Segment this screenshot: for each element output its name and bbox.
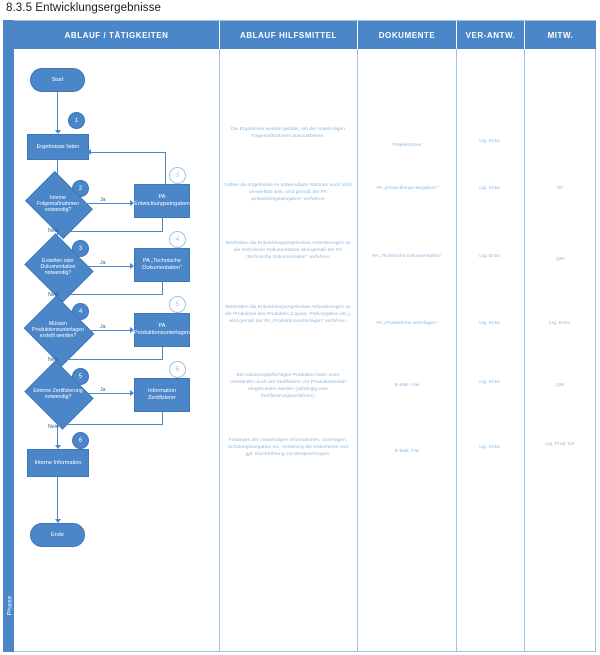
arrowhead-left-4 xyxy=(57,356,61,362)
connector-p3-down xyxy=(162,282,164,295)
dokumente-cell-1: Projektordner xyxy=(392,143,422,148)
mitw-cell-6: Ltg. Prod. GF xyxy=(545,442,575,447)
edge-label-nein-5: Nein xyxy=(48,424,59,430)
decision-label-2: Interne Folgemaßnahmen notwendig? xyxy=(36,194,80,214)
flow-node-pa-entwicklungseingaben[interactable]: PA „Entwicklungseingaben" xyxy=(132,184,192,218)
diagram-frame xyxy=(3,20,596,652)
connector-p2-down xyxy=(162,218,164,232)
edge-label-ja-5: Ja xyxy=(100,387,106,393)
arrowhead-left-3 xyxy=(57,291,61,297)
decision-label-4: Müssen Produktionsunterlagen erstellt we… xyxy=(32,320,84,340)
connector-d2-yes xyxy=(84,203,132,205)
verantw-cell-2: Ltg. Entw. xyxy=(479,186,501,191)
hilfsmittel-cell-3: Beinhalten die Entwicklungsergebnisse An… xyxy=(225,241,351,261)
connector-n6-to-end xyxy=(57,477,59,521)
connector-p5-return xyxy=(60,424,163,426)
verantw-cell-3: Ltg. Entw. xyxy=(479,254,501,259)
arrowhead-left-1 xyxy=(87,149,91,155)
flow-node-pa-technische-dokumentation[interactable]: PA „Technische Dokumentation" xyxy=(134,248,190,282)
mitw-cell-2: GF xyxy=(556,186,564,191)
connector-d5-yes xyxy=(84,393,132,395)
step-badge-6: 6 xyxy=(72,432,89,449)
verantw-cell-1: Ltg. Entw. xyxy=(479,139,501,144)
mitw-cell-5: QM xyxy=(556,383,564,388)
arrowhead-left-2 xyxy=(57,228,61,234)
phase-strip: Phase xyxy=(3,20,14,652)
flow-node-decision-externe-zertifizierung[interactable]: Externe Zertifizierung notwendig? xyxy=(24,360,94,430)
flow-node-ende[interactable]: Ende xyxy=(30,523,85,547)
column-separator-4 xyxy=(524,49,525,652)
column-separator-2 xyxy=(357,49,358,652)
step-badge-5-right: 5 xyxy=(169,296,186,313)
connector-p4-return xyxy=(60,359,163,361)
phase-label: Phase xyxy=(6,595,14,616)
flow-node-information-zertifizierer[interactable]: Information Zertifizierer xyxy=(134,378,190,412)
flow-node-decision-erstellen-dokumentation[interactable]: Erstellen oder Dokumentation notwendig? xyxy=(24,233,94,303)
connector-p3-return xyxy=(60,294,163,296)
dokumente-cell-3: PA „Technische Dokumentation" xyxy=(372,254,442,259)
arrowhead-down-1 xyxy=(54,130,61,134)
edge-label-ja-2: Ja xyxy=(100,197,106,203)
connector-d3-yes xyxy=(84,266,132,268)
connector-p2-to-n1 xyxy=(90,152,166,154)
flow-node-pa-produktionsunterlagen[interactable]: PA „Produktionsunterlagen" xyxy=(132,313,192,347)
arrowhead-right-4 xyxy=(130,327,134,333)
connector-d4-yes xyxy=(84,330,132,332)
decision-label-3: Erstellen oder Dokumentation notwendig? xyxy=(40,257,76,277)
flow-node-interne-information[interactable]: Interne Information xyxy=(27,449,89,477)
connector-d5-no xyxy=(57,415,59,448)
decision-label-5: Externe Zertifizierung notwendig? xyxy=(33,387,83,400)
connector-p5-down xyxy=(162,412,164,425)
hilfsmittel-cell-1: Die Ergebnisse werden gelistet, um die n… xyxy=(231,127,345,140)
step-badge-3: 3 xyxy=(72,240,89,257)
arrowhead-down-7 xyxy=(54,519,61,523)
connector-p2-return xyxy=(60,231,163,233)
edge-label-ja-4: Ja xyxy=(100,324,106,330)
hilfsmittel-cell-5: Bei zulassungspflichtigen Produkten kann… xyxy=(229,373,347,400)
column-header-hilfsmittel: ABLAUF HILFSMITTEL xyxy=(219,21,357,49)
connector-n1-to-d2 xyxy=(57,160,59,180)
step-badge-3-right: 3 xyxy=(169,167,186,184)
arrowhead-left-5 xyxy=(57,421,61,427)
edge-label-nein-2: Nein xyxy=(48,228,59,234)
dokumente-cell-2: PA „Entwicklungs-eingaben" xyxy=(376,186,438,191)
flow-node-start[interactable]: Start xyxy=(30,68,85,92)
flow-node-decision-interne-folgemassnahmen[interactable]: Interne Folgemaßnahmen notwendig? xyxy=(25,171,93,239)
flow-node-ergebnisse-listen[interactable]: Ergebnisse listen xyxy=(27,134,89,160)
title-bar: 8.3.5 Entwicklungsergebnisse xyxy=(0,0,600,20)
edge-label-nein-3: Nein xyxy=(48,292,59,298)
verantw-cell-5: Ltg. Entw. xyxy=(479,380,501,385)
edge-label-nein-4: Nein xyxy=(48,357,59,363)
column-header-ablauf: ABLAUF / TÄTIGKEITEN xyxy=(14,21,219,49)
column-header-verantw: VER-ANTW. xyxy=(456,21,524,49)
dokumente-cell-6: E-Mail, Fax xyxy=(394,449,420,454)
connector-p2-up xyxy=(165,152,167,184)
arrowhead-right-2 xyxy=(130,200,134,206)
step-badge-4-right: 4 xyxy=(169,231,186,248)
page-title: 8.3.5 Entwicklungsergebnisse xyxy=(6,2,161,14)
mitw-cell-3: QM xyxy=(556,257,564,262)
flow-node-decision-produktionsunterlagen[interactable]: Müssen Produktionsunterlagen erstellt we… xyxy=(23,295,95,367)
column-separator-1 xyxy=(219,49,220,652)
hilfsmittel-cell-2: Sollten die Ergebnisse im notwendigen Ra… xyxy=(224,183,352,203)
verantw-cell-6: Ltg. Entw. xyxy=(479,445,501,450)
dokumente-cell-5: E-Mail, Fax xyxy=(394,383,420,388)
hilfsmittel-cell-4: Beinhalten die Entwicklungsergebnisse An… xyxy=(225,305,351,325)
verantw-cell-4: Ltg. Entw. xyxy=(479,321,501,326)
hilfsmittel-cell-6: Festlegen der notwendigen Informationen,… xyxy=(228,438,348,458)
connector-p4-down xyxy=(162,347,164,360)
mitw-cell-4: Ltg. Entw. xyxy=(549,321,571,326)
connector-start-to-n1 xyxy=(57,92,59,132)
step-badge-1: 1 xyxy=(68,112,85,129)
column-separator-3 xyxy=(456,49,457,652)
column-header-mitw: MITW. xyxy=(524,21,596,49)
step-badge-6-right: 6 xyxy=(169,361,186,378)
dokumente-cell-4: PA „Produktions-unterlagen" xyxy=(376,321,438,326)
column-header-dokumente: DOKUMENTE xyxy=(357,21,456,49)
edge-label-ja-3: Ja xyxy=(100,260,106,266)
arrowhead-right-5 xyxy=(130,390,134,396)
arrowhead-down-6 xyxy=(54,445,61,449)
arrowhead-right-3 xyxy=(130,263,134,269)
